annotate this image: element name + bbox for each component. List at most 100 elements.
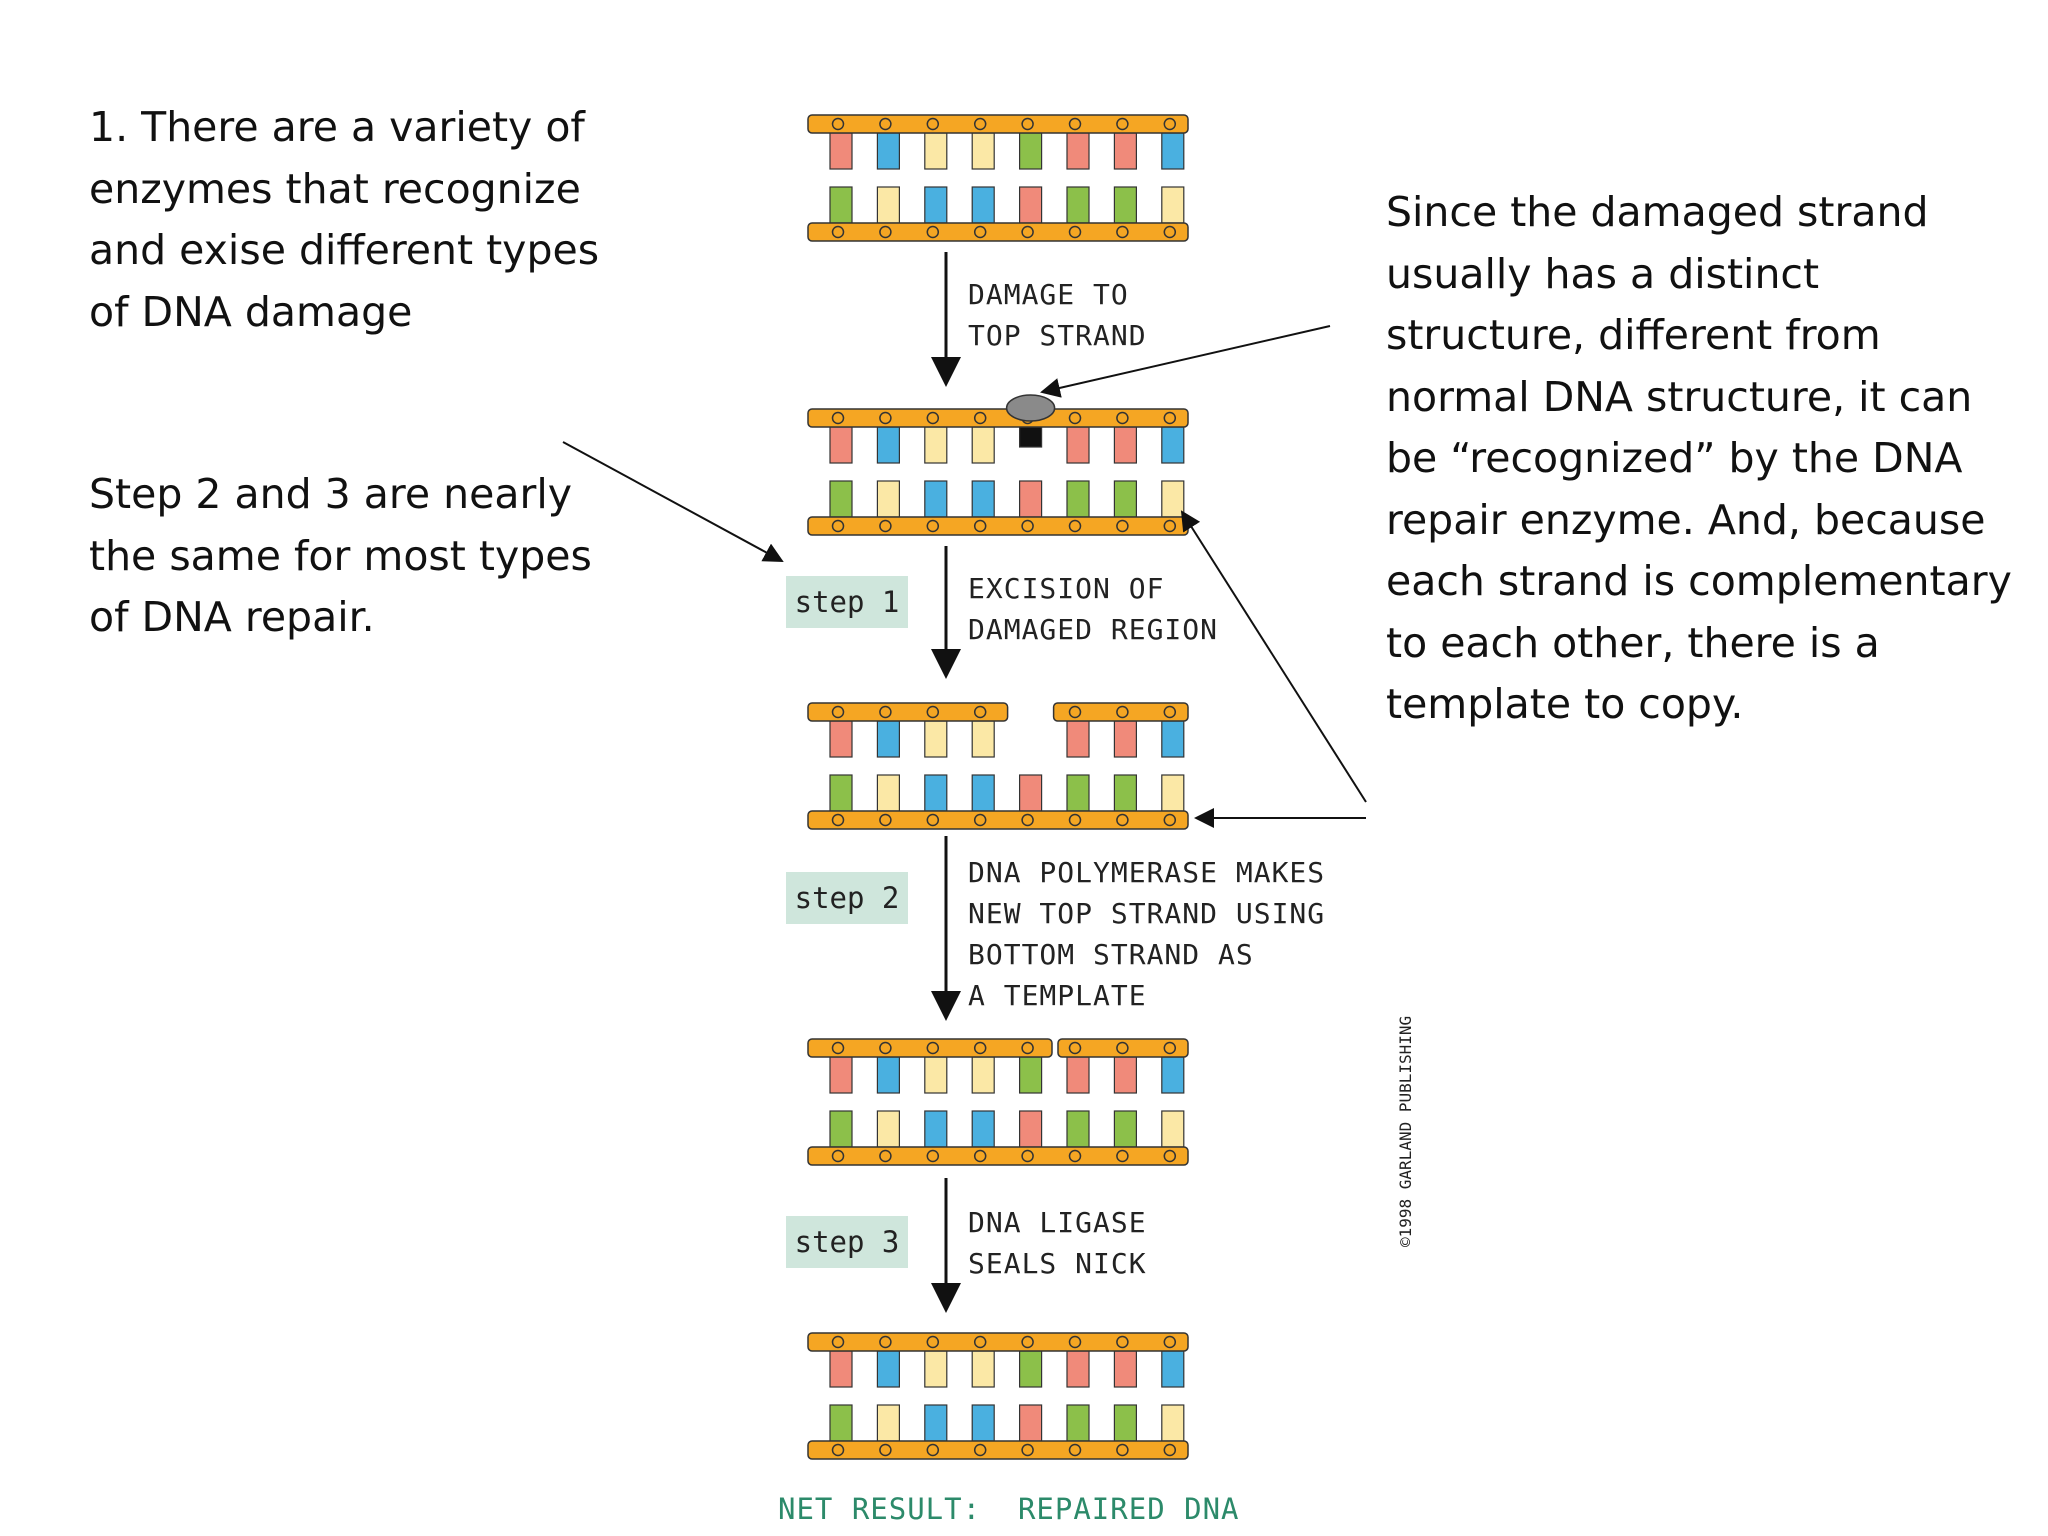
phosphate-dot <box>926 705 940 719</box>
top-base <box>1161 426 1185 464</box>
bottom-base <box>876 774 901 812</box>
bottom-base <box>1066 1110 1090 1148</box>
phosphate-dot <box>1068 117 1082 131</box>
bottom-base <box>876 480 901 518</box>
top-base <box>1018 132 1043 170</box>
bottom-base <box>1113 186 1138 224</box>
phosphate-dot <box>1021 117 1034 131</box>
label-dna-ligase: DNA LIGASE SEALS NICK <box>968 1206 1147 1280</box>
phosphate-dot <box>831 117 845 131</box>
bottom-base <box>1066 480 1090 518</box>
top-base <box>924 426 948 464</box>
label-damage-to-top-strand: DAMAGE TO TOP STRAND <box>968 278 1147 352</box>
top-base <box>971 132 995 170</box>
phosphate-dot <box>1116 1041 1129 1055</box>
phosphate-dot <box>1163 225 1177 239</box>
bottom-strand <box>807 222 1189 242</box>
bottom-base <box>971 1404 995 1442</box>
dna-damaged <box>807 394 1189 536</box>
top-base <box>971 1056 995 1094</box>
top-base <box>1161 1350 1185 1388</box>
top-base <box>876 1056 901 1094</box>
bottom-base <box>971 1110 995 1148</box>
top-base <box>1018 1056 1043 1094</box>
phosphate-dot <box>926 1041 940 1055</box>
phosphate-dot <box>1163 1041 1177 1055</box>
net-result-label: NET RESULT: REPAIRED DNA <box>778 1492 1240 1526</box>
phosphate-dot <box>1021 1443 1034 1457</box>
top-strand <box>807 114 1189 134</box>
phosphate-dot <box>1116 1335 1129 1349</box>
top-base <box>1113 426 1138 464</box>
copyright-notice: ©1998 GARLAND PUBLISHING <box>1396 1015 1415 1247</box>
top-base <box>829 1056 853 1094</box>
bottom-base <box>971 480 995 518</box>
bottom-base <box>1018 186 1043 224</box>
phosphate-dot <box>1116 813 1129 827</box>
phosphate-dot <box>1068 1335 1082 1349</box>
top-base <box>1066 1056 1090 1094</box>
bottom-base <box>924 774 948 812</box>
bottom-base <box>1113 480 1138 518</box>
bottom-base <box>1018 1404 1043 1442</box>
phosphate-dot <box>1163 519 1177 533</box>
top-base <box>971 1350 995 1388</box>
phosphate-dot <box>973 411 987 425</box>
phosphate-dot <box>831 1443 845 1457</box>
top-base <box>1113 1056 1138 1094</box>
top-base <box>829 426 853 464</box>
bottom-base <box>1161 480 1185 518</box>
phosphate-dot <box>926 519 940 533</box>
bottom-base <box>924 1404 948 1442</box>
bottom-base <box>1066 774 1090 812</box>
dna-resynthesized <box>807 1038 1189 1166</box>
bottom-base <box>1018 480 1043 518</box>
phosphate-dot <box>1163 411 1177 425</box>
bottom-base <box>829 1110 853 1148</box>
bottom-base <box>876 186 901 224</box>
top-base <box>829 132 853 170</box>
phosphate-dot <box>879 1041 892 1055</box>
top-base <box>924 1056 948 1094</box>
phosphate-dot <box>879 813 892 827</box>
bottom-base <box>1161 186 1185 224</box>
label-excision-of-damaged-region: EXCISION OF DAMAGED REGION <box>968 572 1219 646</box>
phosphate-dot <box>1021 813 1034 827</box>
label-dna-polymerase: DNA POLYMERASE MAKES NEW TOP STRAND USIN… <box>968 856 1326 1012</box>
bottom-strand <box>807 1440 1189 1460</box>
phosphate-dot <box>831 411 845 425</box>
phosphate-dot <box>831 705 845 719</box>
phosphate-dot <box>1021 225 1034 239</box>
phosphate-dot <box>1163 705 1177 719</box>
phosphate-dot <box>879 1335 892 1349</box>
top-base <box>971 426 995 464</box>
bottom-base <box>829 774 853 812</box>
phosphate-dot <box>926 411 940 425</box>
bottom-base <box>829 1404 853 1442</box>
top-base <box>1066 132 1090 170</box>
phosphate-dot <box>879 1149 892 1163</box>
pointer-to-lesion <box>1040 325 1331 398</box>
note-steps-similar: Step 2 and 3 are nearly the same for mos… <box>89 470 592 641</box>
phosphate-dot <box>1068 813 1082 827</box>
top-base <box>924 720 948 758</box>
phosphate-dot <box>879 117 892 131</box>
bottom-base <box>1113 1110 1138 1148</box>
top-base <box>829 1350 853 1388</box>
phosphate-dot <box>1163 1443 1177 1457</box>
bottom-strand <box>807 1146 1189 1166</box>
phosphate-dot <box>1068 705 1082 719</box>
phosphate-dot <box>831 813 845 827</box>
top-base <box>924 1350 948 1388</box>
phosphate-dot <box>879 519 892 533</box>
phosphate-dot <box>1163 813 1177 827</box>
bottom-base <box>1018 1110 1043 1148</box>
bottom-base <box>876 1404 901 1442</box>
note-enzymes-variety: 1. There are a variety of enzymes that r… <box>89 103 600 336</box>
top-base <box>1113 1350 1138 1388</box>
phosphate-dot <box>973 225 987 239</box>
bottom-base <box>1066 186 1090 224</box>
bottom-base <box>971 186 995 224</box>
bottom-strand <box>807 516 1189 536</box>
top-base <box>1161 132 1185 170</box>
